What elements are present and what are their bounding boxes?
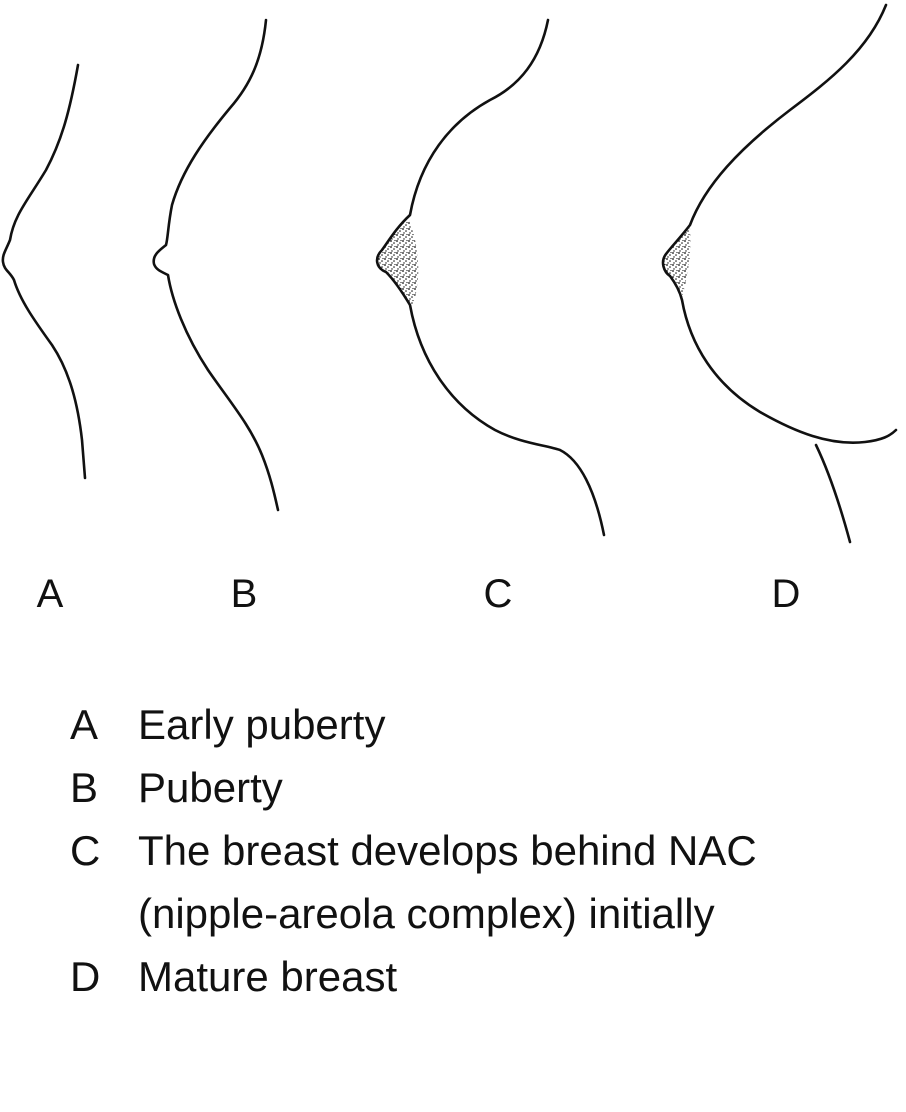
areola-d: [662, 228, 691, 298]
legend-text: The breast develops behind NAC (nipple-a…: [138, 827, 757, 937]
legend-key: C: [70, 827, 101, 874]
profile-c: [375, 18, 606, 537]
profile-b: [152, 18, 280, 512]
legend-text: Mature breast: [138, 953, 398, 1000]
profile-a: [1, 63, 87, 480]
breast-development-diagram: [1, 3, 898, 544]
stage-label-a: A: [36, 572, 64, 616]
legend-key: A: [70, 701, 99, 748]
stage-label-c: C: [483, 572, 513, 616]
legend-text: Early puberty: [138, 701, 386, 748]
legend-item-a: A Early puberty: [70, 693, 858, 756]
legend-item-b: B Puberty: [70, 756, 858, 819]
stage-label-b: B: [230, 572, 258, 616]
areola-c: [378, 218, 419, 305]
legend-text: Puberty: [138, 764, 283, 811]
legend-key: B: [70, 764, 99, 811]
profile-d: [661, 3, 898, 544]
legend-key: D: [70, 953, 101, 1000]
legend: A Early puberty B Puberty C The breast d…: [70, 693, 858, 1008]
legend-item-d: D Mature breast: [70, 945, 858, 1008]
stage-label-d: D: [771, 572, 801, 616]
legend-item-c: C The breast develops behind NAC (nipple…: [70, 819, 858, 945]
